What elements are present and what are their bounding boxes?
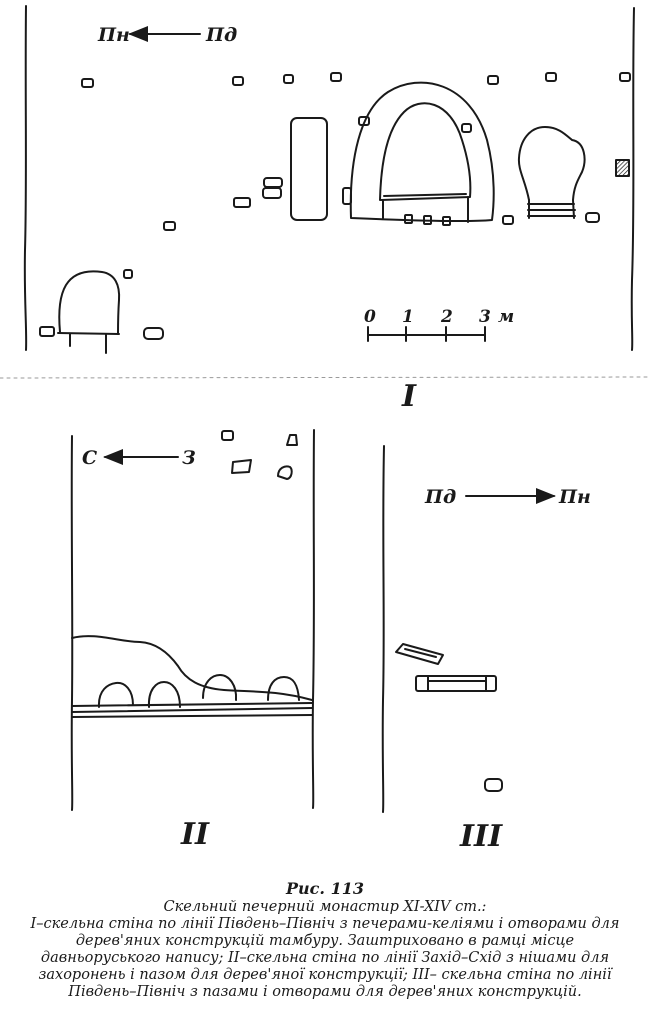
ceiling-profile-ii [71,635,313,701]
panel-label-i: I [401,379,417,414]
panel-ii [70,429,315,811]
direction-label-south-iii: Пд [424,486,456,508]
rock-wall-ii-left [70,435,74,811]
lower-left-cave-cell [39,269,164,354]
vertical-groove [290,117,328,221]
scale-tick-2: 2 [440,307,453,327]
burial-niches [97,674,300,708]
panel-i [23,5,635,354]
caption-line: дерев'яних конструкцій тамбуру. Заштрихо… [75,933,575,949]
caption-line: Скельний печерний монастир XI-XIV ст.: [163,899,487,915]
opening-hole-right-low [502,215,514,225]
direction-label-north-ii: С [82,447,97,469]
tambour-cell [517,126,586,219]
scale-tick-1: 1 [402,307,414,327]
figure-number: Рис. 113 [286,879,364,898]
scale-bar [367,326,486,342]
opening-hole-left [233,197,251,208]
rock-wall-ii-right [311,429,315,809]
panel-iii [381,445,556,813]
opening-holes-ii [221,430,298,480]
opening-hole-far-left [163,221,176,231]
opening-hole-iii [484,778,503,792]
panel-divider [0,376,650,379]
cave-monastery-drawing: Пн Пд 0 1 2 3 м I С З II Пд Пн III [0,5,650,854]
rock-wall-iii [381,445,385,813]
scale-tick-0: 0 [364,307,376,327]
caption-line: Південь–Північ з пазами і отворами для д… [68,984,582,1000]
rock-wall-left-edge [23,5,28,351]
caption-line: давньоруського напису; II–скельна стіна … [40,950,610,966]
scale-tick-3: 3 [479,307,491,327]
direction-label-north-iii: Пн [558,486,591,508]
beam-grooves [395,643,497,692]
opening-hole-paired-upper [263,177,283,188]
figure-caption: Рис. 113 Скельний печерний монастир XI-X… [0,880,650,1001]
panel-label-ii: II [180,817,210,852]
panel-label-iii: III [459,819,503,854]
caption-line: I–скельна стіна по лінії Південь–Північ … [30,916,620,932]
scale-unit: м [498,307,514,327]
inscription-frame-hatched [615,159,630,177]
direction-label-north-i: Пн [97,24,130,46]
opening-hole-right-edge [585,212,600,223]
caption-line: захоронень і пазом для дерев'яної констр… [38,967,612,983]
direction-label-south-i: Пд [205,24,237,46]
rock-wall-right-edge [630,7,635,351]
opening-hole-paired-lower [262,187,282,199]
groove-for-wooden-structure [71,702,313,718]
direction-label-west-ii: З [182,447,196,469]
opening-holes-top-row [81,72,631,88]
arched-cave-cell [342,81,495,226]
